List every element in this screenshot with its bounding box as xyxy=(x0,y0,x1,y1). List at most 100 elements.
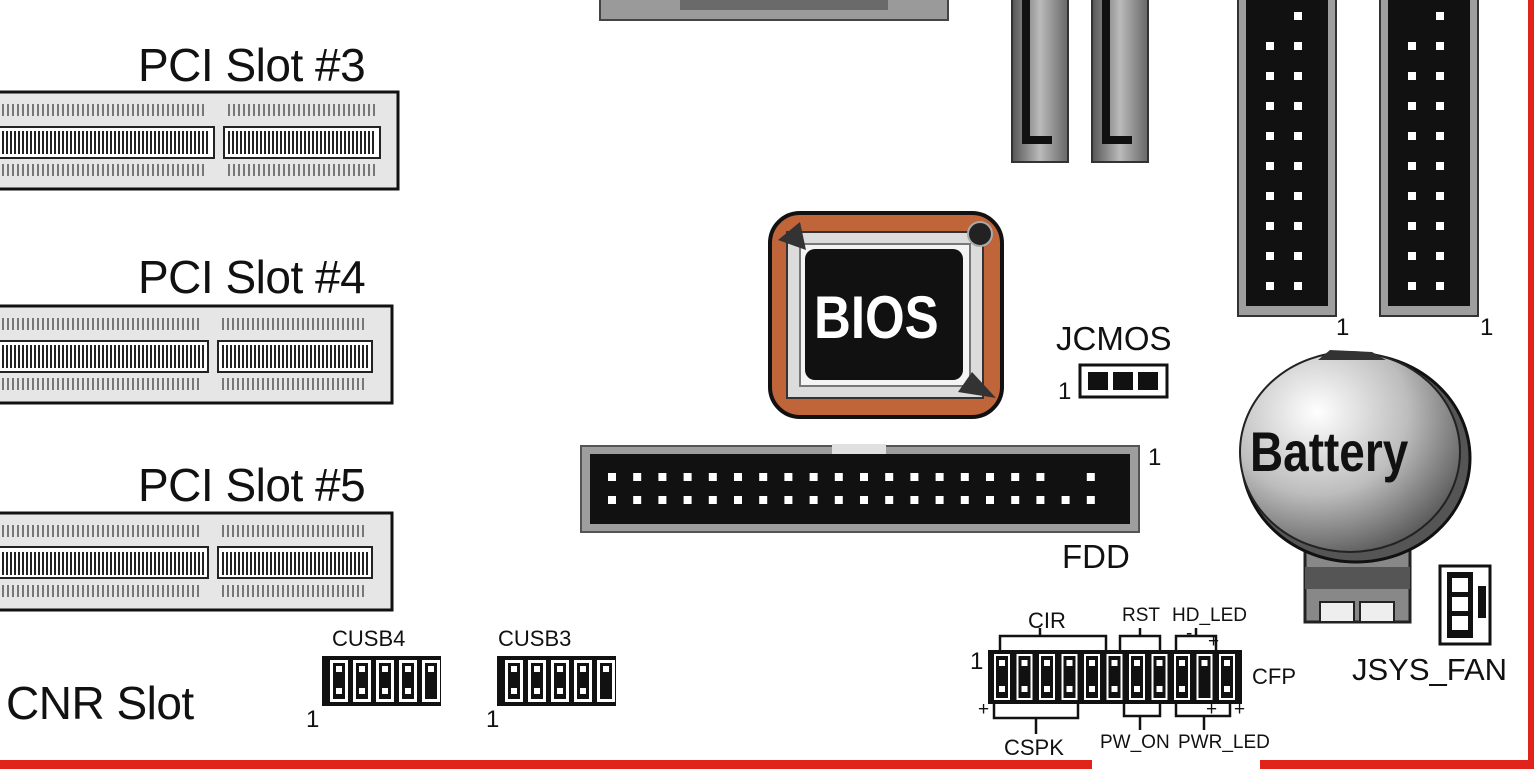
slot-finger xyxy=(82,585,84,597)
slot-finger xyxy=(363,104,365,116)
slot-finger xyxy=(7,164,9,176)
slot-finger xyxy=(233,164,235,176)
slot-contact xyxy=(194,131,196,154)
cfp-pin xyxy=(1179,660,1185,666)
slot-contact xyxy=(70,345,72,368)
slot-contact xyxy=(6,345,8,368)
hd-led-label: HD_LED xyxy=(1172,605,1247,626)
slot-finger xyxy=(278,164,280,176)
slot-contact xyxy=(342,345,344,368)
slot-finger xyxy=(7,378,9,390)
slot-finger xyxy=(277,318,279,330)
cfp-pin xyxy=(1156,686,1163,692)
slot-finger xyxy=(97,318,99,330)
slot-finger xyxy=(172,318,174,330)
slot-finger xyxy=(252,318,254,330)
cfp-pin xyxy=(1066,660,1073,666)
cfp-pin xyxy=(1179,686,1185,692)
slot-finger xyxy=(132,318,134,330)
slot-contact xyxy=(262,552,264,575)
slot-contact xyxy=(14,131,16,154)
slot-contact xyxy=(142,345,144,368)
slot-finger xyxy=(317,525,319,537)
cusb-pin xyxy=(405,666,411,672)
slot-contact xyxy=(162,345,164,368)
slot-finger xyxy=(132,164,134,176)
slot-contact xyxy=(350,345,352,368)
top-chip-edge xyxy=(599,0,949,21)
fdd-pin xyxy=(809,473,818,481)
slot-finger xyxy=(292,525,294,537)
slot-contact xyxy=(122,345,124,368)
slot-finger xyxy=(107,378,109,390)
slot-contact xyxy=(274,552,276,575)
slot-finger xyxy=(247,378,249,390)
slot-finger xyxy=(152,378,154,390)
slot-finger xyxy=(157,164,159,176)
slot-finger xyxy=(102,585,104,597)
slot-contact xyxy=(110,552,112,575)
slot-finger xyxy=(157,104,159,116)
slot-contact xyxy=(126,131,128,154)
ide-pin xyxy=(1294,252,1302,260)
slot-finger xyxy=(12,104,14,116)
slot-finger xyxy=(62,378,64,390)
slot-finger xyxy=(312,378,314,390)
slot-contact xyxy=(274,345,276,368)
ide1-pin1-mark: 1 xyxy=(1336,314,1350,341)
ide-pin xyxy=(1436,132,1444,140)
slot-contact xyxy=(364,131,366,154)
slot-finger xyxy=(97,525,99,537)
slot-contact xyxy=(118,552,120,575)
cusb-pin xyxy=(382,666,388,672)
slot-contact xyxy=(42,345,44,368)
cfp-pin xyxy=(1201,660,1208,666)
slot-contact xyxy=(254,552,256,575)
slot-finger xyxy=(242,585,244,597)
slot-contact xyxy=(222,345,224,368)
slot-finger xyxy=(157,585,159,597)
slot-contact xyxy=(334,345,336,368)
slot-contact xyxy=(368,131,370,154)
slot-finger xyxy=(182,104,184,116)
slot-finger xyxy=(262,525,264,537)
slot-finger xyxy=(57,525,59,537)
fdd-pin xyxy=(1011,473,1020,481)
slot-contact xyxy=(202,131,204,154)
slot-contact xyxy=(58,345,60,368)
slot-contact xyxy=(150,552,152,575)
slot-finger xyxy=(267,378,269,390)
slot-finger xyxy=(17,104,19,116)
slot-finger xyxy=(282,585,284,597)
slot-finger xyxy=(127,164,129,176)
slot-contact xyxy=(202,552,204,575)
slot-finger xyxy=(268,164,270,176)
cfp-pin xyxy=(999,660,1005,666)
slot-finger xyxy=(47,318,49,330)
slot-finger xyxy=(293,164,295,176)
slot-contact xyxy=(154,552,156,575)
ide-pin xyxy=(1266,282,1274,290)
fdd-label: FDD xyxy=(1062,538,1130,575)
slot-contact xyxy=(304,131,306,154)
slot-finger xyxy=(373,164,375,176)
slot-finger xyxy=(222,585,224,597)
slot-finger xyxy=(62,318,64,330)
slot-finger xyxy=(342,585,344,597)
slot-finger xyxy=(77,318,79,330)
slot-finger xyxy=(233,104,235,116)
slot-contact xyxy=(238,345,240,368)
slot-finger xyxy=(307,318,309,330)
ide-pin xyxy=(1408,132,1416,140)
slot-finger xyxy=(22,318,24,330)
slot-contact xyxy=(174,345,176,368)
slot-finger xyxy=(152,585,154,597)
cusb4-pin1-mark: 1 xyxy=(306,706,320,733)
cusb-pin xyxy=(405,688,411,694)
slot-contact xyxy=(2,552,4,575)
cusb3-header xyxy=(497,656,616,706)
slot-contact xyxy=(46,345,48,368)
slot-finger xyxy=(142,318,144,330)
slot-finger xyxy=(357,318,359,330)
